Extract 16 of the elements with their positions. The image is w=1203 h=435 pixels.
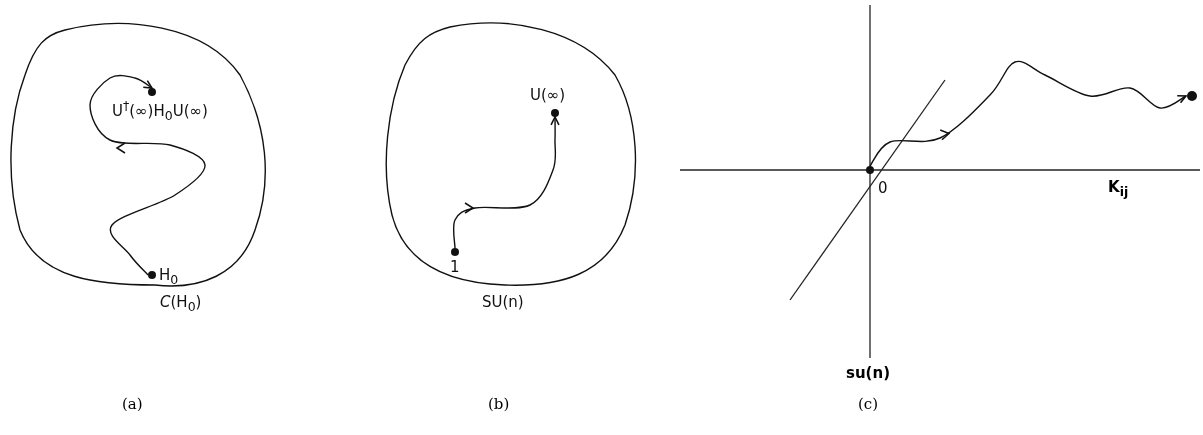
panel-label: (c) (858, 395, 879, 413)
curve-arrow (869, 60, 1187, 167)
panel-label: (b) (488, 395, 510, 413)
region-label: C(H$_{0}$) (160, 293, 202, 314)
curve-arrow (452, 116, 560, 249)
point-label: U$^{†}$(∞)H$_{0}$U(∞) (112, 98, 208, 123)
panel-label: (a) (122, 395, 143, 413)
axis-label: su(n) (846, 364, 890, 382)
end-point (1186, 90, 1198, 102)
curve-arrow (89, 74, 206, 276)
point-label: 0 (878, 179, 888, 197)
region-label: SU(n) (482, 293, 524, 311)
point-label: 1 (450, 258, 460, 276)
axis-label: K$_{ij}$ (1108, 178, 1129, 199)
point-label: H$_{0}$ (159, 266, 179, 287)
point-label: U(∞) (530, 86, 566, 104)
